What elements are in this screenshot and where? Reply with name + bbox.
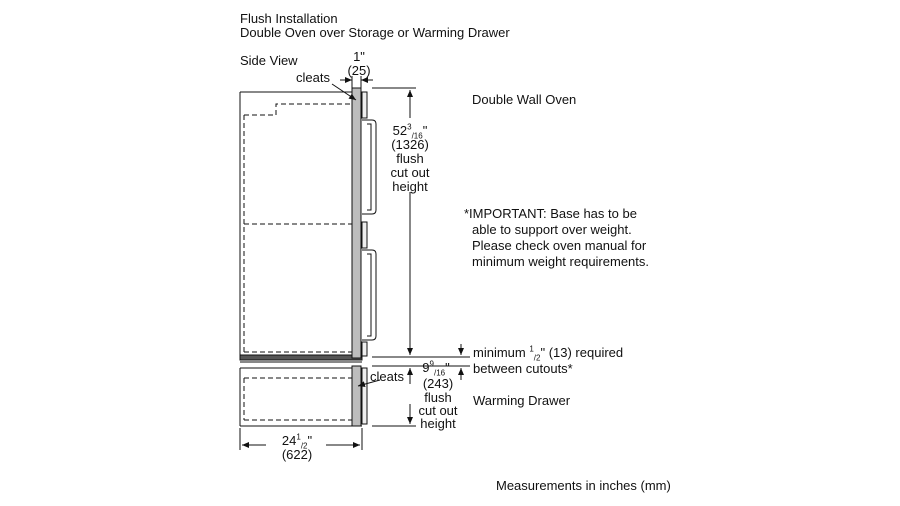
drawer-height-dimension <box>372 368 416 427</box>
important-note-line4: minimum weight requirements. <box>472 254 650 269</box>
diagram-subtitle: Double Oven over Storage or Warming Draw… <box>240 25 510 40</box>
upper-cleat-strip <box>351 87 362 359</box>
warming-drawer-label: Warming Drawer <box>473 393 571 408</box>
oven-height-line1: flush <box>396 151 424 166</box>
thickness-dimension <box>340 76 373 88</box>
drawer-height-line3: height <box>420 416 456 431</box>
depth-dimension <box>239 428 363 450</box>
min-gap-line2: between cutouts* <box>473 361 573 376</box>
important-note-line1: *IMPORTANT: Base has to be <box>464 206 637 221</box>
diagram-title: Flush Installation <box>240 11 338 26</box>
double-wall-oven-label: Double Wall Oven <box>472 92 577 107</box>
cleats-bottom-leader <box>357 379 381 388</box>
important-note-line3: Please check oven manual for <box>472 238 647 253</box>
oven-height-dimension <box>372 87 470 358</box>
oven-height-mm: (1326) <box>391 137 429 152</box>
lower-cabinet <box>239 367 362 427</box>
oven-front <box>361 91 377 425</box>
lower-cleat-strip <box>351 365 362 427</box>
drawer-outline <box>243 377 356 421</box>
upper-cabinet <box>239 91 363 363</box>
oven-height-inches: 523/16" <box>392 122 428 141</box>
depth-inches: 241/2" <box>281 432 313 451</box>
thickness-mm: (25) <box>347 63 371 78</box>
oven-outline <box>243 103 356 353</box>
depth-mm: (622) <box>281 447 313 462</box>
cleats-top-label: cleats <box>296 70 330 85</box>
cleats-bottom-label: cleats <box>370 369 404 384</box>
oven-height-line2: cut out <box>390 165 430 180</box>
drawer-height-inches: 99/16" <box>422 359 450 378</box>
important-note-line2: able to support over weight. <box>472 222 632 237</box>
min-gap-line1: minimum 1/2" (13) required <box>473 344 624 363</box>
drawer-height-line1: flush <box>424 390 452 405</box>
cleats-top-leader <box>331 83 357 101</box>
measurements-note: Measurements in inches (mm) <box>496 478 671 493</box>
thickness-inches: 1" <box>353 49 365 64</box>
drawer-height-mm: (243) <box>422 376 454 391</box>
side-view-label: Side View <box>240 53 298 68</box>
min-gap-dimension <box>372 344 470 380</box>
oven-height-line3: height <box>392 179 428 194</box>
drawer-height-line2: cut out <box>418 403 458 418</box>
